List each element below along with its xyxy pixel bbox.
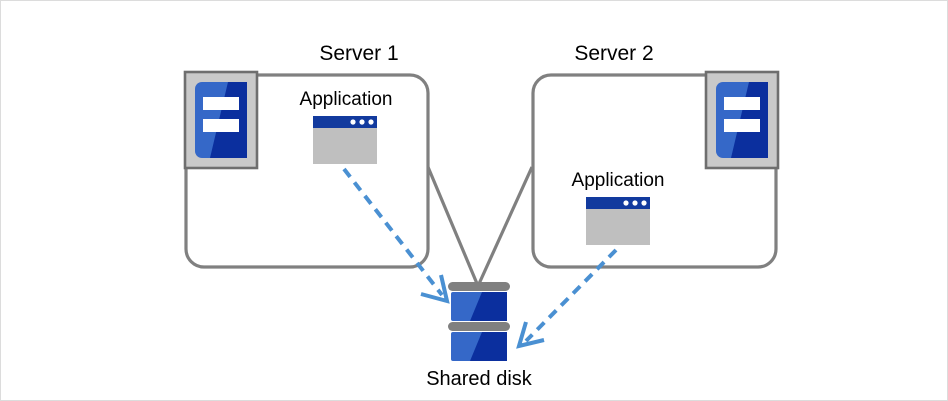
server-1-machine-icon [183, 70, 259, 170]
server-2-title: Server 2 [574, 42, 654, 65]
arrow-server2-to-disk [516, 248, 618, 349]
shared-disk-label: Shared disk [426, 368, 532, 390]
server-1-application-icon [313, 116, 377, 164]
server-2-application-label: Application [571, 170, 665, 191]
server-1-box [184, 73, 430, 269]
connector-lines [426, 166, 534, 287]
server-2-application-icon [586, 197, 650, 245]
server-2-machine-icon [704, 70, 780, 170]
server-2-box [531, 73, 778, 269]
connector-server1-to-disk [426, 166, 480, 287]
server-1-application-label: Application [299, 89, 393, 110]
shared-disk-icon [448, 282, 510, 361]
connector-server2-to-disk [476, 166, 534, 287]
arrow-server1-to-disk [342, 167, 450, 304]
server-1-title: Server 1 [319, 42, 399, 65]
